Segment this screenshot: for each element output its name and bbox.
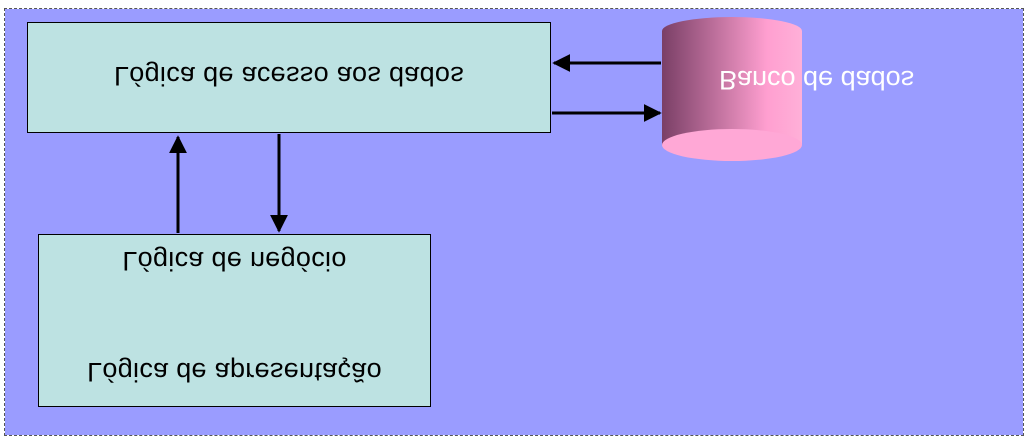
database-body — [662, 31, 802, 145]
presentation-logic-label: Lógica de apresentação — [87, 357, 382, 387]
database-label: Banco de dados — [719, 65, 915, 95]
diagram-canvas: Lógica de acesso aos dados Lógica de neg… — [4, 8, 1024, 436]
business-logic-label: Lógica de negócio — [122, 246, 347, 276]
business-layer-box: Lógica de negócio Lógica de apresentação — [38, 234, 431, 407]
data-access-layer-box: Lógica de acesso aos dados — [27, 22, 551, 133]
connectors-and-database — [169, 17, 802, 233]
database-bottom — [662, 129, 802, 161]
data-access-layer-label: Lógica de acesso aos dados — [113, 61, 465, 91]
database-cylinder — [662, 17, 802, 161]
database-top — [662, 17, 802, 45]
